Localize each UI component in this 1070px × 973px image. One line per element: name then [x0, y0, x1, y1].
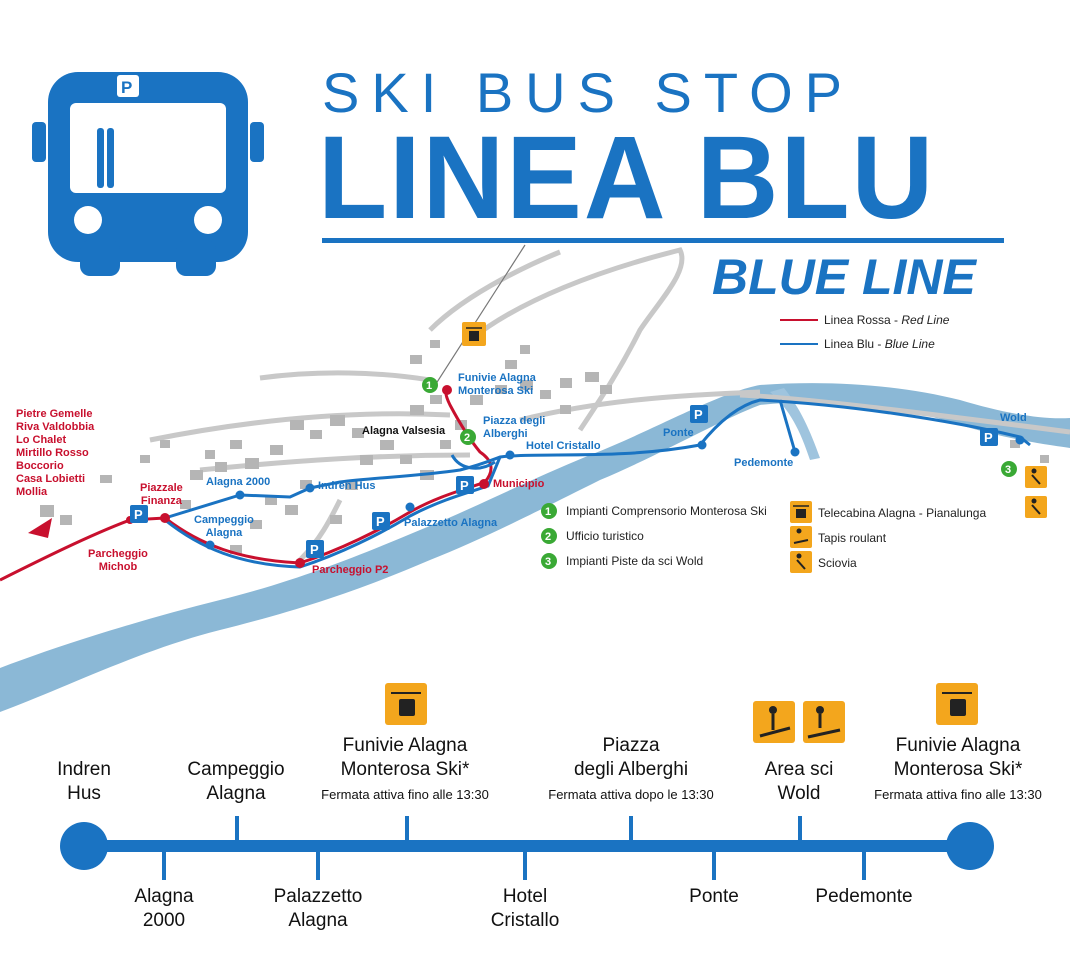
legend-red-line: Linea Rossa - Red Line [824, 313, 950, 327]
svg-text:P: P [121, 78, 132, 97]
stop-alagna-2000: Alagna 2000 [134, 886, 194, 931]
label-pedemonte: Pedemonte [734, 457, 794, 469]
title-subtitle: BLUE LINE [712, 249, 976, 305]
blue-loop [450, 454, 496, 470]
cableway-line [431, 244, 526, 391]
label-hotel-cristallo: Hotel Cristallo [526, 440, 601, 452]
legend-conveyor: Tapis roulant [818, 531, 887, 545]
header-rule [322, 238, 1004, 243]
stop-funivie-1-note: Fermata attiva fino alle 13:30 [321, 787, 489, 802]
title-main: LINEA BLU [318, 112, 936, 244]
svg-text:P: P [134, 507, 143, 522]
blue-line-route [164, 398, 1031, 520]
svg-text:3: 3 [1005, 464, 1011, 476]
svg-text:2: 2 [545, 531, 551, 543]
parking-icons: P P P P P P [130, 405, 998, 558]
stop-pedemonte: Pedemonte [815, 886, 913, 907]
stop-funivie-1: Funivie Alagna Monterosa Ski* [340, 735, 470, 780]
label-municipio: Municipio [493, 478, 545, 490]
tributary [770, 388, 820, 460]
stop-area-sci-wold: Area sci Wold [764, 759, 834, 804]
svg-text:P: P [376, 514, 385, 529]
svg-text:P: P [460, 478, 469, 493]
stop-hotel-cristallo: Hotel Cristallo [490, 886, 560, 931]
label-campeggio-alagna: Campeggio Alagna [194, 514, 254, 539]
stop-campeggio-alagna: Campeggio Alagna [187, 759, 285, 804]
label-parcheggio-p2: Parcheggio P2 [312, 564, 389, 576]
legend-drag-lift: Sciovia [818, 556, 857, 570]
stop-ponte: Ponte [689, 886, 739, 907]
svg-text:3: 3 [545, 556, 551, 568]
stop-funivie-2-note: Fermata attiva fino alle 13:30 [874, 787, 1042, 802]
label-ponte: Ponte [663, 427, 694, 439]
timeline-icons [385, 683, 978, 743]
stop-palazzetto-alagna: Palazzetto Alagna [273, 886, 363, 931]
legend-lift-icons [790, 501, 812, 573]
blue-line-return [164, 456, 502, 569]
label-parcheggio-michob: Parcheggio Michob [88, 548, 148, 573]
label-wold: Wold [1000, 412, 1027, 424]
label-piazzale-finanza: Piazzale Finanza [140, 482, 183, 507]
svg-text:1: 1 [426, 380, 432, 392]
direction-arrow [28, 518, 52, 538]
svg-text:2: 2 [464, 432, 470, 444]
map-number-markers: 1 2 3 [422, 377, 1017, 477]
legend-gondola: Telecabina Alagna - Pianalunga [818, 506, 987, 520]
stop-dots [126, 385, 1025, 568]
label-funivie: Funivie Alagna Monterosa Ski [458, 372, 536, 397]
label-palazzetto-alagna: Palazzetto Alagna [404, 517, 498, 529]
label-alagna-valsesia: Alagna Valsesia [362, 425, 446, 437]
svg-text:P: P [310, 542, 319, 557]
legend-item-1: Impianti Comprensorio Monterosa Ski [566, 504, 767, 518]
title-top: SKI BUS STOP [322, 61, 854, 124]
bus-icon: P [32, 72, 264, 276]
label-indren-hus: Indren Hus [318, 480, 376, 492]
stop-piazza-alberghi: Piazza degli Alberghi [573, 735, 689, 780]
svg-text:1: 1 [545, 506, 551, 518]
map-lift-icons [462, 322, 1047, 518]
stop-funivie-2: Funivie Alagna Monterosa Ski* [893, 735, 1023, 780]
legend-item-2: Ufficio turistico [566, 529, 644, 543]
legend-item-3: Impianti Piste da sci Wold [566, 554, 704, 568]
svg-text:P: P [984, 430, 993, 445]
timeline [60, 816, 994, 880]
label-piazza-alberghi: Piazza degli Alberghi [483, 415, 546, 440]
legend-blue-line: Linea Blu - Blue Line [824, 337, 935, 351]
stop-indren-hus: Indren Hus [57, 759, 111, 804]
legend-number-markers: 1 2 3 [541, 503, 557, 569]
stop-piazza-alberghi-note: Fermata attiva dopo le 13:30 [548, 787, 714, 802]
svg-text:P: P [694, 407, 703, 422]
label-alagna-2000: Alagna 2000 [206, 476, 271, 488]
